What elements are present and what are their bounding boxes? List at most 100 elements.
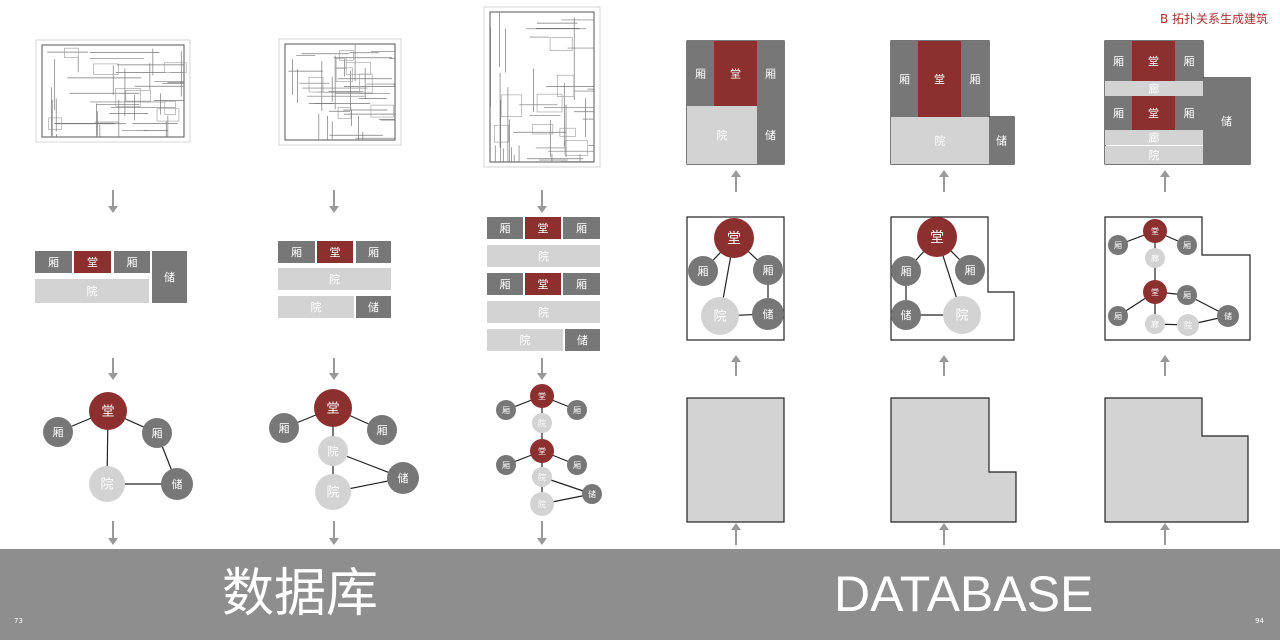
room-label: 厢 xyxy=(48,256,59,269)
room-node xyxy=(1145,248,1165,268)
room-node xyxy=(567,400,587,420)
plan-room xyxy=(532,124,554,135)
room-label: 堂 xyxy=(538,446,546,456)
room-block xyxy=(487,217,523,239)
room-label: 廊 xyxy=(1149,130,1160,144)
section-title: B 拓扑关系生成建筑 xyxy=(1159,12,1268,26)
room-label: 厢 xyxy=(1183,291,1191,300)
plan-room xyxy=(115,88,141,107)
plan-dimension xyxy=(483,6,601,168)
flow-arrowhead xyxy=(537,538,547,545)
room-node xyxy=(688,256,718,286)
room-label: 院 xyxy=(87,284,98,298)
room-block xyxy=(687,41,714,106)
flow-arrowhead xyxy=(939,523,949,530)
room-block xyxy=(487,245,600,267)
room-label: 厢 xyxy=(291,246,302,259)
room-block xyxy=(918,41,961,117)
plan-room xyxy=(125,90,151,102)
plan-room xyxy=(345,62,371,75)
room-label: 储 xyxy=(398,471,409,485)
room-node xyxy=(1145,314,1165,334)
site-outline xyxy=(890,216,1015,341)
room-label: 厢 xyxy=(127,256,138,269)
room-block xyxy=(1132,41,1175,81)
room-node xyxy=(1177,285,1197,305)
room-node xyxy=(496,455,516,475)
room-block xyxy=(487,273,523,295)
room-label: 厢 xyxy=(279,422,290,435)
room-label: 厢 xyxy=(502,461,510,470)
room-node xyxy=(530,439,554,463)
room-label: 廊 xyxy=(1151,253,1159,263)
flow-arrowhead xyxy=(537,373,547,380)
room-block xyxy=(989,117,1014,164)
floor-plan-drawing xyxy=(483,6,601,168)
room-label: 厢 xyxy=(502,406,510,415)
room-block xyxy=(1175,96,1203,130)
room-block xyxy=(1132,96,1175,130)
plan-room xyxy=(557,74,575,97)
room-node xyxy=(387,462,419,494)
page-number-right: 94 xyxy=(1255,617,1264,625)
room-node xyxy=(367,415,397,445)
page-number-left: 73 xyxy=(14,617,23,625)
room-label: 堂 xyxy=(326,402,339,417)
room-block xyxy=(35,251,72,273)
room-label: 厢 xyxy=(970,73,981,86)
room-block xyxy=(278,296,354,318)
room-label: 厢 xyxy=(763,264,774,277)
room-label: 储 xyxy=(1224,311,1232,321)
room-block xyxy=(525,273,561,295)
flow-arrowhead xyxy=(939,170,949,177)
room-label: 堂 xyxy=(934,73,945,86)
room-node xyxy=(1108,235,1128,255)
footer-bar: 数据库 DATABASE 73 94 xyxy=(0,549,1280,640)
floor-plan-drawing xyxy=(35,39,191,143)
flow-arrowhead xyxy=(329,206,339,213)
plan-room xyxy=(335,58,347,69)
room-label: 厢 xyxy=(695,67,706,80)
plan-room xyxy=(335,67,353,82)
room-label: 院 xyxy=(538,472,546,482)
room-block xyxy=(1175,41,1203,81)
room-block xyxy=(687,106,757,164)
room-node xyxy=(1177,235,1197,255)
room-label: 院 xyxy=(311,300,322,314)
room-label: 厢 xyxy=(765,67,776,80)
room-label: 院 xyxy=(326,486,339,501)
room-label: 院 xyxy=(713,310,726,325)
room-label: 厢 xyxy=(500,278,511,291)
flow-arrowhead xyxy=(731,355,741,362)
room-label: 厢 xyxy=(1114,241,1122,250)
room-label: 储 xyxy=(588,489,596,499)
room-label: 堂 xyxy=(1151,287,1159,297)
room-block xyxy=(525,217,561,239)
flow-arrowhead xyxy=(537,206,547,213)
room-label: 厢 xyxy=(1183,241,1191,250)
room-label: 厢 xyxy=(152,427,163,440)
plan-room xyxy=(500,94,522,117)
room-node xyxy=(530,384,554,408)
room-label: 厢 xyxy=(901,265,912,278)
flow-arrowhead xyxy=(731,170,741,177)
room-label: 厢 xyxy=(573,461,581,470)
plan-room xyxy=(156,108,180,122)
room-block xyxy=(356,241,391,263)
plan-room xyxy=(164,101,176,115)
plan-room xyxy=(559,127,576,137)
room-label: 厢 xyxy=(53,426,64,439)
site-outline xyxy=(686,216,785,341)
plan-room xyxy=(370,104,394,118)
room-block xyxy=(757,41,784,106)
room-label: 储 xyxy=(901,308,912,322)
room-node xyxy=(567,455,587,475)
room-label: 廊 xyxy=(1149,81,1160,95)
plan-room xyxy=(93,63,119,75)
plan-room xyxy=(337,107,352,119)
room-label: 储 xyxy=(368,300,379,314)
room-block xyxy=(487,301,600,323)
room-label: 储 xyxy=(763,307,774,321)
room-label: 院 xyxy=(538,499,546,509)
room-node xyxy=(1143,280,1167,304)
